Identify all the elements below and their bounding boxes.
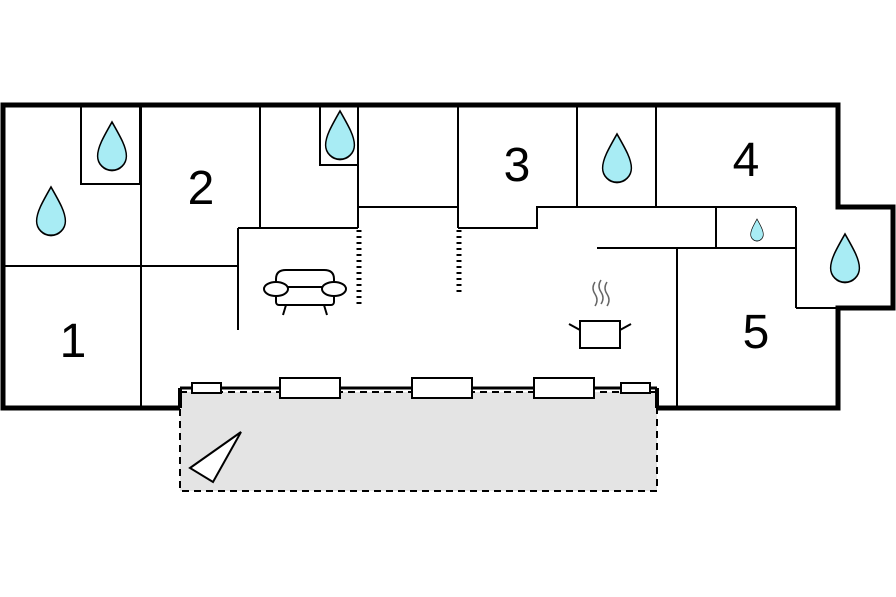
compass-arrow-icon: [188, 431, 242, 484]
room-number-4: 4: [733, 134, 760, 187]
water-drop-icon: [326, 111, 355, 159]
room-number-3: 3: [504, 139, 531, 192]
room-number-1: 1: [60, 315, 87, 368]
outer-walls: [0, 102, 896, 411]
shower-enclosure: [80, 104, 141, 185]
water-drop-icon: [603, 134, 632, 182]
sofa-icon: [263, 269, 347, 316]
interior-walls: [3, 105, 838, 408]
shower-enclosure: [319, 104, 359, 166]
room-number-2: 2: [188, 162, 215, 215]
water-drop-icon: [98, 122, 127, 170]
water-drop-icon: [751, 219, 764, 241]
water-drop-icon: [37, 187, 66, 235]
water-drop-icon: [831, 234, 860, 282]
cooking-pot-icon: [568, 279, 632, 349]
windows: [191, 377, 651, 399]
terrace: [179, 391, 658, 492]
room-number-5: 5: [743, 306, 770, 359]
